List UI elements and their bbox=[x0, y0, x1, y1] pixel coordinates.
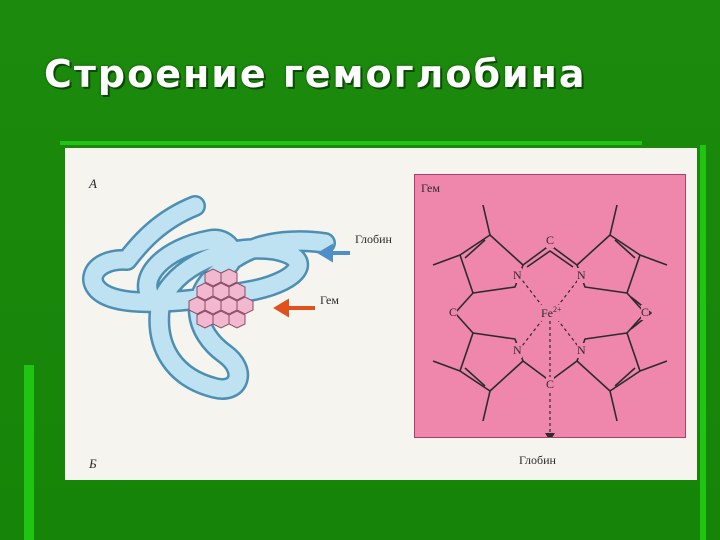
atom-fe: Fe2+ bbox=[541, 305, 562, 321]
decorative-bar-right bbox=[700, 145, 706, 540]
atom-n-bottom-right: N bbox=[577, 343, 586, 358]
decorative-bar-left bbox=[24, 365, 34, 540]
globin-chain bbox=[84, 197, 334, 398]
slide-title: Строение гемоглобина bbox=[44, 52, 587, 96]
atom-n-top-left: N bbox=[513, 268, 522, 283]
decorative-bar-top bbox=[60, 141, 642, 145]
panel-b-label: Б bbox=[89, 456, 97, 471]
arrow-to-heme bbox=[273, 298, 315, 318]
arrow-to-globin bbox=[317, 243, 350, 263]
globin-drawing bbox=[82, 195, 350, 400]
structure-globin-label: Глобин bbox=[519, 453, 556, 467]
globin-label: Глобин bbox=[355, 232, 392, 246]
atom-c-bottom: C bbox=[546, 377, 555, 392]
structure-heme-label: Гем bbox=[421, 181, 440, 195]
atom-c-right: C bbox=[641, 305, 650, 320]
atom-n-top-right: N bbox=[577, 268, 586, 283]
atom-n-bottom-left: N bbox=[513, 343, 522, 358]
atom-c-left: C bbox=[449, 305, 458, 320]
heme-group-hexagons bbox=[188, 268, 254, 329]
hemoglobin-figure: A Б Глобин Гем bbox=[65, 148, 697, 480]
atom-c-top: C bbox=[546, 233, 555, 248]
heme-label: Гем bbox=[320, 293, 339, 307]
globin-bond-arrowhead bbox=[545, 433, 555, 437]
heme-structure-panel: Гем C C C C N N N N Fe2+ bbox=[414, 174, 686, 438]
panel-a-label: A bbox=[89, 176, 97, 191]
